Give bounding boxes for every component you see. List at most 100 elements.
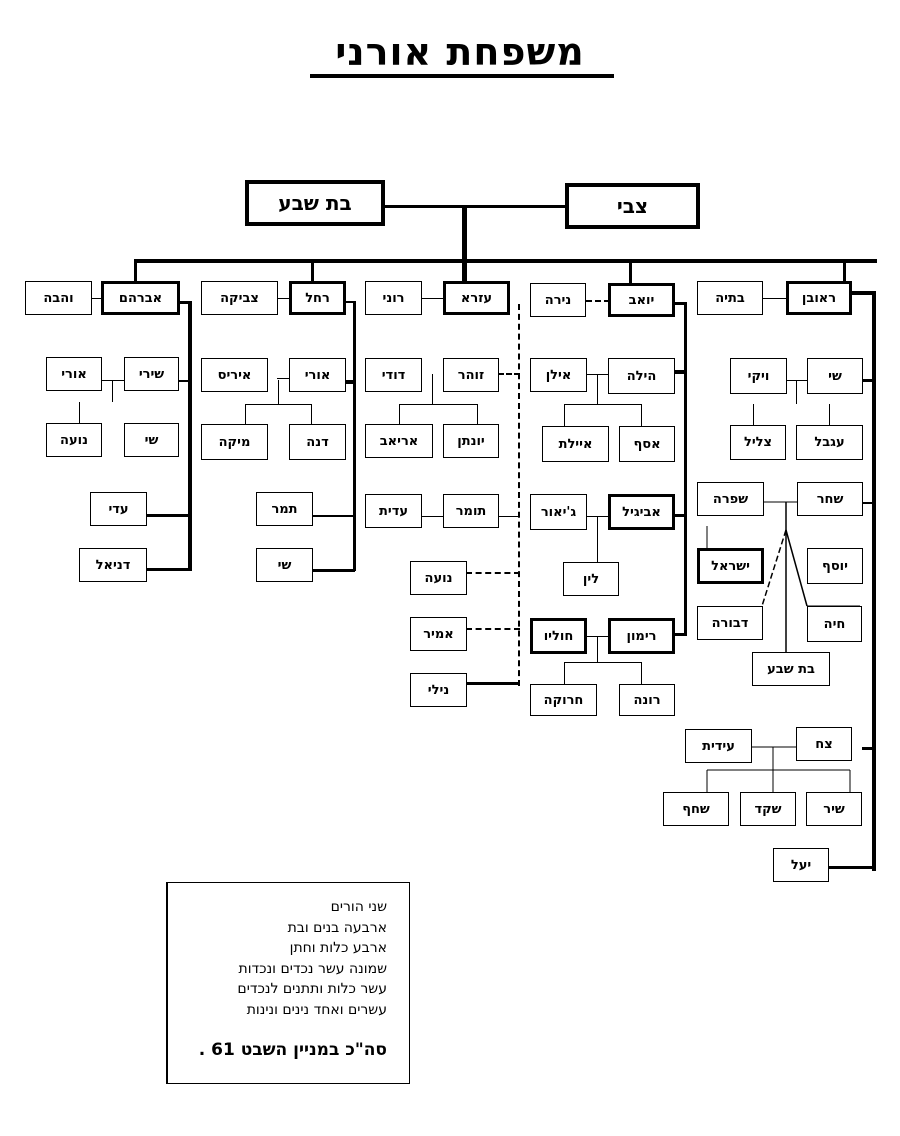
grandchild-spouse-box: ויקי xyxy=(730,358,787,394)
connector xyxy=(862,502,874,504)
name-label: יונתן xyxy=(457,433,485,449)
name-label: מיקה xyxy=(218,434,251,450)
name-label: אסף xyxy=(633,436,661,452)
connector xyxy=(462,205,467,285)
connector xyxy=(311,259,314,283)
great-grandchild-box: שי xyxy=(124,423,179,457)
page-title: משפחת אורני xyxy=(335,30,585,74)
child-spouse-box: בתיה xyxy=(697,281,763,315)
name-label: צבי xyxy=(616,194,649,218)
name-label: עדי xyxy=(108,501,129,517)
child-spouse-box: והבה xyxy=(25,281,92,315)
name-label: תמר xyxy=(271,501,298,517)
name-label: בתיה xyxy=(715,290,745,306)
connector xyxy=(518,304,520,686)
connector xyxy=(346,301,356,303)
summary-box: שני הורים ארבעה בנים ובת ארבע כלות וחתן … xyxy=(166,882,410,1084)
grandchild-spouse-box: עידית xyxy=(685,729,752,763)
name-label: שיר xyxy=(823,801,845,817)
connector xyxy=(597,374,598,404)
grandchild-box: אמיר xyxy=(410,617,467,651)
connector xyxy=(862,379,874,382)
connector xyxy=(146,568,190,571)
connector xyxy=(312,515,355,517)
name-label: איריס xyxy=(217,367,252,383)
connector xyxy=(466,628,520,630)
name-label: שחר xyxy=(816,491,844,507)
parent-father: צבי xyxy=(565,183,700,229)
name-label: אברהם xyxy=(118,290,163,306)
connector xyxy=(399,404,400,424)
connector xyxy=(422,516,444,517)
connector xyxy=(675,370,687,374)
grandchild-box: נועה xyxy=(410,561,467,595)
connector xyxy=(829,404,830,426)
name-label: ישראל xyxy=(711,558,750,574)
name-label: והבה xyxy=(43,290,74,306)
connector xyxy=(586,300,610,302)
name-label: אריאב xyxy=(379,433,419,449)
name-label: חרוקה xyxy=(543,692,584,708)
great-grandchild-box: חרוקה xyxy=(530,684,597,716)
connector xyxy=(422,298,444,299)
connector xyxy=(796,380,797,404)
grandchild-box: תמר xyxy=(256,492,313,526)
connector xyxy=(399,404,477,405)
connector xyxy=(872,291,876,871)
connector xyxy=(477,404,478,424)
great-grandchild-box: שיר xyxy=(806,792,862,826)
name-label: יעל xyxy=(790,857,812,873)
connector xyxy=(684,302,687,636)
name-label: שי xyxy=(144,432,159,448)
connector xyxy=(146,514,190,517)
connector xyxy=(345,380,355,384)
name-label: דבורה xyxy=(711,615,749,631)
grandchild-box: שי xyxy=(256,548,313,582)
connector xyxy=(245,404,246,424)
connector xyxy=(762,298,788,299)
connector xyxy=(92,298,102,299)
grandchild-box: אביגיל xyxy=(608,494,675,530)
connector xyxy=(112,380,113,402)
name-label: לין xyxy=(582,571,600,587)
name-label: אורי xyxy=(304,367,331,383)
connector xyxy=(753,404,754,426)
grandchild-box: יעל xyxy=(773,848,829,882)
name-label: רימון xyxy=(626,628,657,644)
grandchild-spouse-box: אורי xyxy=(46,357,102,391)
connector xyxy=(180,301,190,304)
connector xyxy=(786,380,808,381)
grandchild-box: שי xyxy=(807,358,863,394)
connector xyxy=(188,301,192,571)
name-label: איילת xyxy=(558,436,593,452)
name-label: צביקה xyxy=(220,290,259,306)
name-label: צליל xyxy=(743,435,773,450)
connector xyxy=(498,373,520,375)
connector xyxy=(134,259,137,283)
name-label: עידית xyxy=(702,738,735,754)
connector xyxy=(278,298,290,299)
name-label: נועה xyxy=(424,570,453,586)
name-label: שי xyxy=(277,557,292,573)
great-grandchild-box: עגבל xyxy=(796,425,863,460)
great-grandchild-box: בת שבע xyxy=(752,652,830,686)
name-label: אמיר xyxy=(423,626,454,642)
connector xyxy=(564,404,565,426)
child-box: רחל xyxy=(289,281,346,315)
connector xyxy=(674,302,686,305)
grandchild-box: אורי xyxy=(289,358,346,392)
parent-mother: בת שבע xyxy=(245,180,385,226)
connector xyxy=(564,404,642,405)
grandchild-box: נילי xyxy=(410,673,467,707)
grandchild-box: עדי xyxy=(90,492,147,526)
name-label: נועה xyxy=(60,432,88,448)
summary-line: ארבע כלות וחתן xyxy=(289,940,387,956)
connector xyxy=(843,259,846,283)
name-label: אילן xyxy=(545,367,572,383)
name-label: עזרא xyxy=(460,290,493,306)
connector xyxy=(828,866,874,869)
connector xyxy=(432,374,433,404)
connector xyxy=(466,572,520,574)
connector xyxy=(564,662,642,663)
